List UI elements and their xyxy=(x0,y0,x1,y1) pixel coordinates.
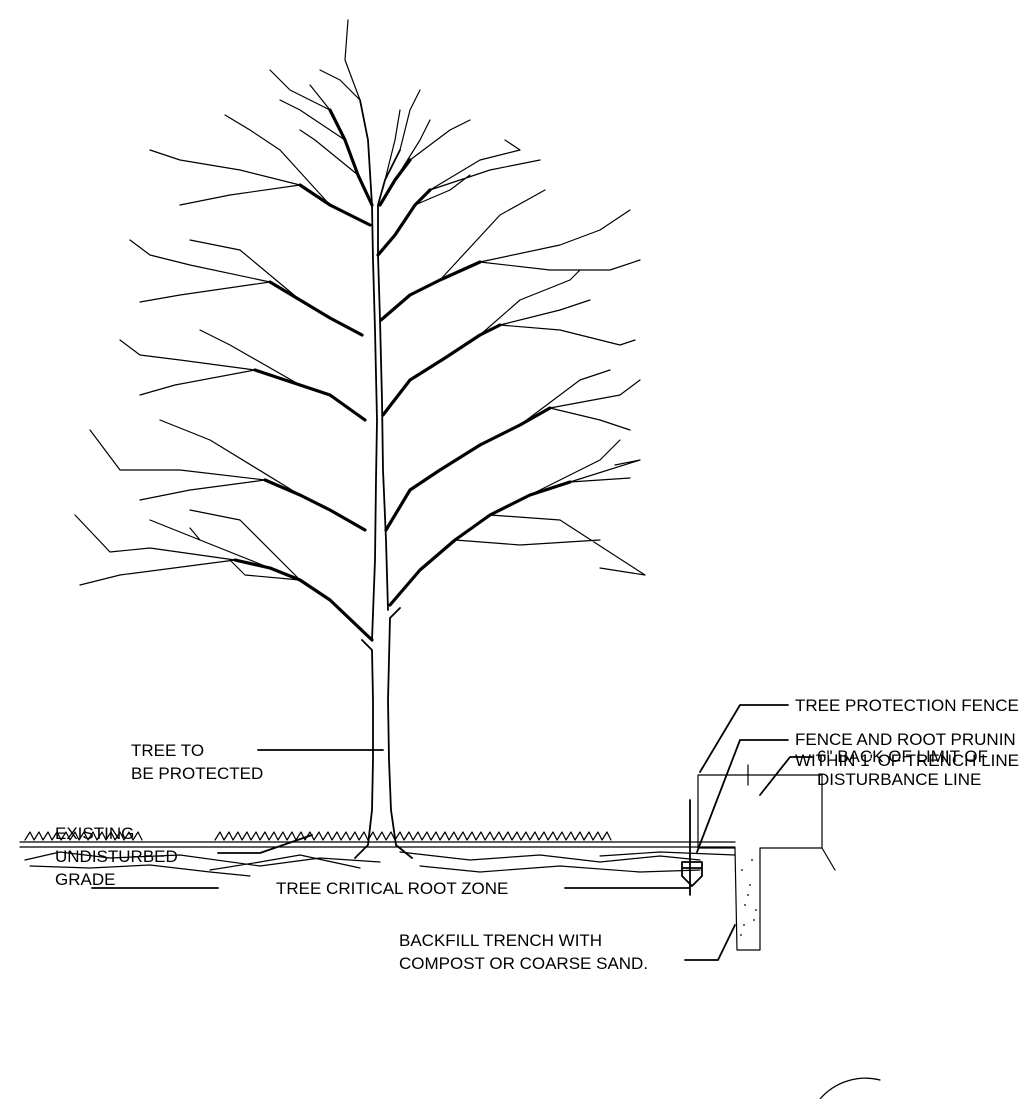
label-limit-1: 6" BACK OF LIMIT OF xyxy=(817,747,988,766)
leader-backfill xyxy=(684,924,736,961)
label-critical-root-zone: TREE CRITICAL ROOT ZONE xyxy=(276,879,508,898)
grass-tufts xyxy=(24,831,612,841)
detail-callout-circle xyxy=(819,1077,881,1099)
tree-twigs-right xyxy=(384,89,646,576)
label-grade: GRADE xyxy=(55,870,115,889)
leader-limit xyxy=(759,756,813,796)
leader-grade xyxy=(217,834,313,854)
label-be-protected: BE PROTECTED xyxy=(131,764,263,783)
callout-leaders xyxy=(217,704,813,961)
label-tree-protection-fence: TREE PROTECTION FENCE xyxy=(795,696,1019,715)
trench-backfill-stipple xyxy=(740,859,757,936)
ground-section xyxy=(19,764,836,951)
tree-twigs-left xyxy=(74,19,361,586)
tree-branch-left xyxy=(233,108,374,642)
label-limit-2: DISTURBANCE LINE xyxy=(817,770,981,789)
label-within-trench-line: WITHIN 1' OF TRENCH LINE xyxy=(795,751,1019,770)
labels: TREE TO BE PROTECTED EXISTING UNDISTURBE… xyxy=(55,696,1019,973)
label-existing: EXISTING xyxy=(55,824,134,843)
trench-leader xyxy=(821,847,836,871)
ground-surface xyxy=(19,841,736,848)
tree-illustration xyxy=(74,19,646,859)
leader-pruning xyxy=(696,739,789,853)
label-backfill-1: BACKFILL TRENCH WITH xyxy=(399,931,602,950)
label-tree-to: TREE TO xyxy=(131,741,204,760)
leader-fence xyxy=(699,704,789,773)
label-backfill-2: COMPOST OR COARSE SAND. xyxy=(399,954,648,973)
fence-marker-icon xyxy=(681,861,703,887)
label-undisturbed: UNDISTURBED xyxy=(55,847,178,866)
tree-trunk xyxy=(354,607,413,859)
trench-outline xyxy=(697,774,823,951)
label-fence-root-pruning: FENCE AND ROOT PRUNIN xyxy=(795,730,1016,749)
tree-branch-right xyxy=(376,158,572,607)
soil-strata xyxy=(24,851,736,877)
